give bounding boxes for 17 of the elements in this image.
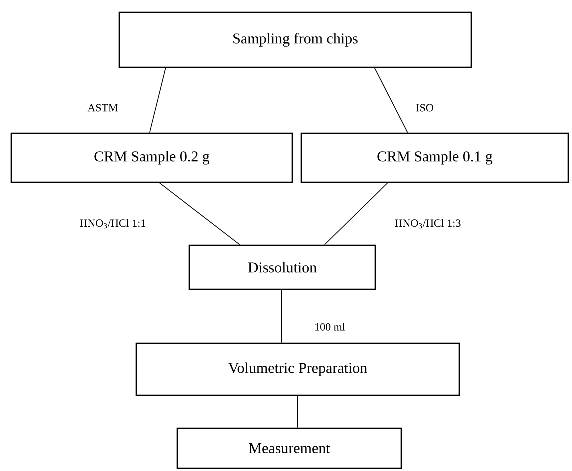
process-box: Volumetric Preparation (136, 342, 460, 396)
edge-label: 100 ml (314, 322, 346, 332)
process-box: CRM Sample 0.1 g (300, 132, 570, 184)
connector-line (159, 182, 240, 246)
process-box: Dissolution (188, 244, 376, 290)
connector-line (149, 68, 166, 134)
connector-line (374, 68, 408, 134)
process-box: Measurement (176, 428, 402, 470)
process-box: CRM Sample 0.2 g (10, 132, 294, 184)
edge-label: HNO$_{3}$/HCl 1:1 (78, 218, 148, 230)
connector-line (297, 396, 298, 428)
process-box: Sampling from chips (118, 12, 472, 68)
connector-line (281, 290, 282, 344)
connector-line (324, 182, 388, 246)
edge-label: HNO$_{3}$/HCl 1:3 (394, 218, 462, 230)
edge-label: ISO (415, 103, 435, 113)
edge-label: ASTM (86, 103, 120, 113)
